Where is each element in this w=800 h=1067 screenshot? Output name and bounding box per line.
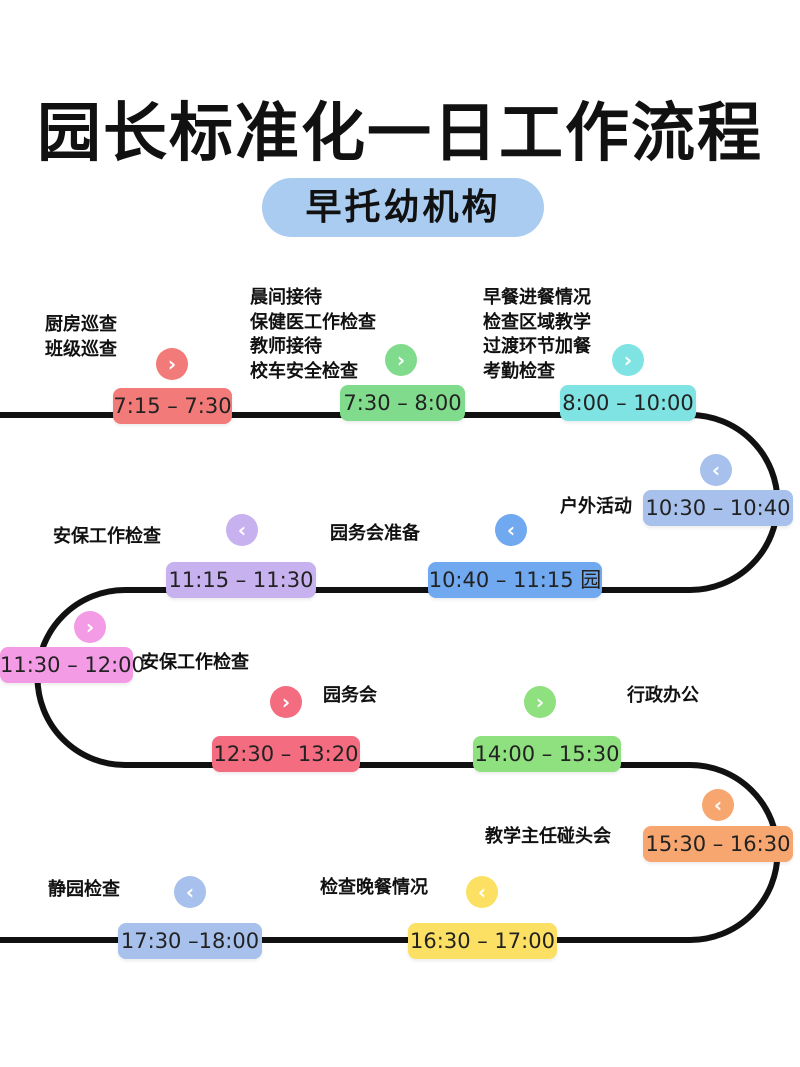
task-item: 安保工作检查: [53, 526, 161, 547]
task-list: 安保工作检查: [53, 525, 161, 550]
chevron-left-icon: ‹: [702, 789, 734, 821]
task-item: 教师接待: [250, 336, 322, 357]
time-badge: 7:30 – 8:00: [340, 385, 465, 421]
task-item: 厨房巡查: [45, 314, 117, 335]
task-item: 晨间接待: [250, 287, 322, 308]
chevron-left-icon: ‹: [174, 876, 206, 908]
time-badge: 14:00 – 15:30: [473, 736, 621, 772]
task-list: 园务会: [323, 684, 377, 709]
chevron-left-icon: ‹: [700, 454, 732, 486]
task-item: 静园检查: [48, 879, 120, 900]
time-badge: 15:30 – 16:30: [643, 826, 793, 862]
time-badge: 8:00 – 10:00: [560, 385, 696, 421]
task-item: 安保工作检查: [141, 652, 249, 673]
task-list: 厨房巡查班级巡查: [45, 313, 117, 362]
task-item: 保健医工作检查: [250, 311, 376, 333]
chevron-right-icon: ›: [385, 344, 417, 376]
time-badge: 12:30 – 13:20: [212, 736, 360, 772]
time-badge: 16:30 – 17:00: [408, 923, 557, 959]
task-item: 校车安全检查: [250, 360, 358, 382]
task-list: 安保工作检查: [141, 651, 249, 676]
task-item: 户外活动: [560, 496, 632, 517]
chevron-left-icon: ‹: [495, 514, 527, 546]
subtitle-badge: 早托幼机构: [262, 178, 544, 237]
chevron-right-icon: ›: [74, 611, 106, 643]
time-badge: 7:15 – 7:30: [113, 388, 232, 424]
task-item: 检查区域教学: [483, 311, 591, 333]
page-title: 园长标准化一日工作流程: [37, 97, 763, 171]
chevron-right-icon: ›: [524, 686, 556, 718]
chevron-left-icon: ‹: [226, 514, 258, 546]
task-list: 早餐进餐情况检查区域教学过渡环节加餐考勤检查: [483, 286, 591, 384]
task-item: 班级巡查: [45, 338, 117, 360]
task-list: 检查晚餐情况: [320, 876, 428, 901]
chevron-left-icon: ‹: [466, 876, 498, 908]
task-list: 静园检查: [48, 878, 120, 903]
task-item: 行政办公: [627, 685, 699, 706]
task-item: 早餐进餐情况: [483, 287, 591, 308]
task-list: 晨间接待保健医工作检查教师接待校车安全检查: [250, 286, 376, 384]
time-badge: 17:30 –18:00: [118, 923, 262, 959]
task-list: 园务会准备: [330, 522, 420, 547]
time-badge: 11:30 – 12:00: [0, 647, 145, 683]
task-list: 教学主任碰头会: [485, 825, 611, 850]
time-badge: 10:40 – 11:15 园: [428, 562, 602, 598]
time-badge: 10:30 – 10:40: [643, 490, 793, 526]
chevron-right-icon: ›: [156, 348, 188, 380]
task-item: 园务会: [323, 685, 377, 706]
task-item: 过渡环节加餐: [483, 336, 591, 357]
task-item: 检查晚餐情况: [320, 877, 428, 898]
task-item: 教学主任碰头会: [485, 826, 611, 847]
time-badge: 11:15 – 11:30: [166, 562, 316, 598]
task-list: 行政办公: [627, 684, 699, 709]
chevron-right-icon: ›: [270, 686, 302, 718]
task-list: 户外活动: [560, 495, 632, 520]
task-item: 园务会准备: [330, 523, 420, 544]
chevron-right-icon: ›: [612, 344, 644, 376]
task-item: 考勤检查: [483, 360, 555, 382]
